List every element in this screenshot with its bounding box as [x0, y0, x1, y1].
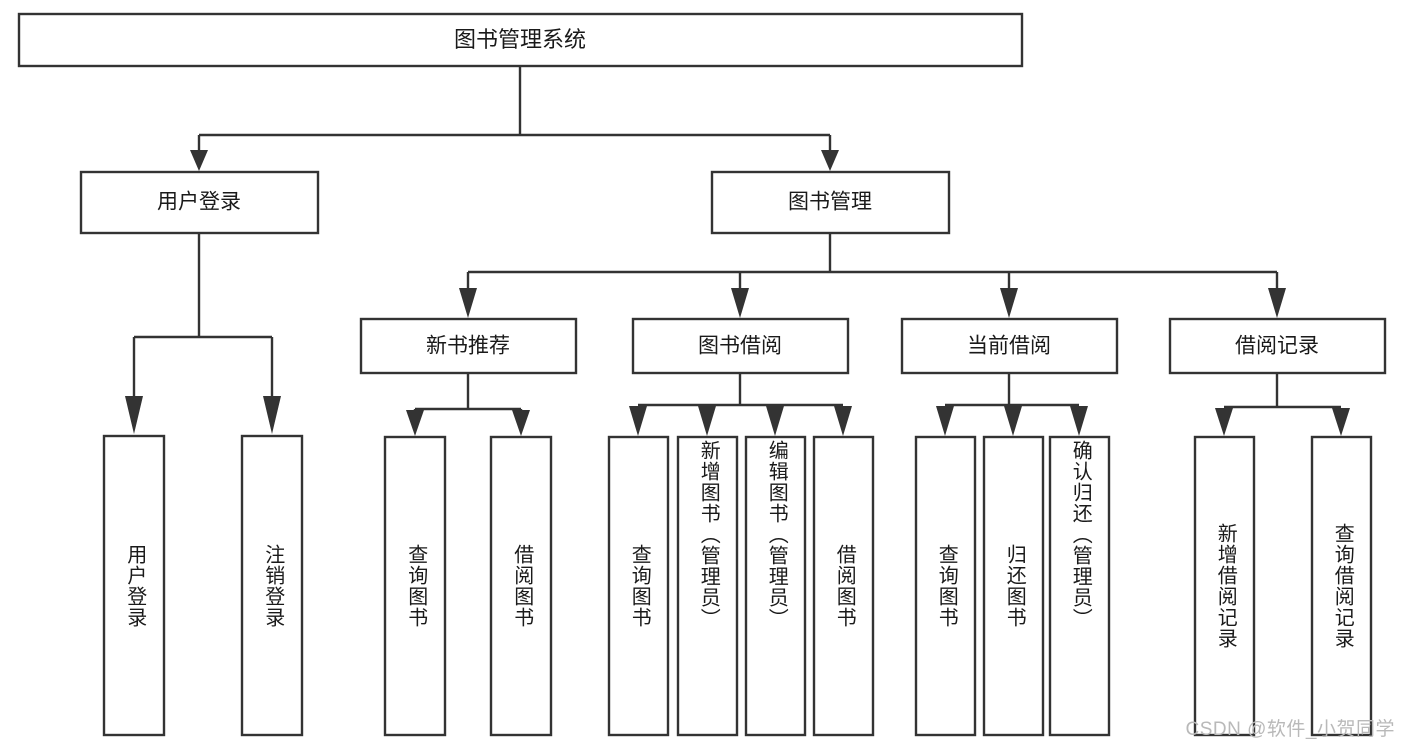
- node-box-borrow-record: [1168, 317, 1387, 375]
- leaf-label-borrow-query: 查询图书: [628, 544, 651, 628]
- node-borrow-record[interactable]: 借阅记录: [1168, 317, 1387, 375]
- leaf-box-record-query: [1310, 435, 1373, 737]
- leaf-box-user-login-logout: [240, 434, 304, 737]
- node-box-current-borrow: [900, 317, 1119, 375]
- leaf-box-borrow-add-book: [676, 435, 739, 737]
- connector-layer: [125, 66, 1350, 436]
- arrow-head-leaf-record-2: [1332, 408, 1350, 436]
- leaf-label-newbook-borrow: 借阅图书: [510, 544, 533, 628]
- node-current-borrow[interactable]: 当前借阅: [900, 317, 1119, 375]
- leaf-node-user-login-logout[interactable]: 注销登录: [240, 434, 304, 737]
- leaf-node-current-query[interactable]: 查询图书: [914, 435, 977, 737]
- node-book-management[interactable]: 图书管理: [710, 170, 951, 235]
- leaf-node-current-return[interactable]: 归还图书: [982, 435, 1045, 737]
- node-box-new-book-recommend: [359, 317, 578, 375]
- arrow-head-to-book-borrow: [731, 288, 749, 318]
- leaf-node-newbook-query[interactable]: 查询图书: [383, 435, 447, 737]
- arrow-head-leaf-newbook-2: [512, 410, 530, 436]
- arrow-head-to-current-borrow: [1000, 288, 1018, 318]
- leaf-box-borrow-edit-book: [744, 435, 807, 737]
- leaf-label-record-query: 查询借阅记录: [1331, 523, 1354, 649]
- leaf-box-borrow-query: [607, 435, 670, 737]
- arrow-head-leaf-current-2: [1004, 406, 1022, 436]
- leaf-box-newbook-query: [383, 435, 447, 737]
- arrow-head-leaf-user-1: [125, 396, 143, 434]
- leaf-box-user-login-login: [102, 434, 166, 737]
- arrow-head-to-book-management: [821, 150, 839, 171]
- leaf-label-current-return: 归还图书: [1003, 544, 1026, 628]
- node-box-book-borrow: [631, 317, 850, 375]
- leaf-box-current-return: [982, 435, 1045, 737]
- arrow-head-to-new-book: [459, 288, 477, 318]
- leaf-node-user-login-login[interactable]: 用户登录: [102, 434, 166, 737]
- leaf-label-borrow-add-book: 新增图书（管理员）: [697, 440, 720, 629]
- leaf-box-borrow-borrow-book: [812, 435, 875, 737]
- leaf-node-record-query[interactable]: 查询借阅记录: [1310, 435, 1373, 737]
- arrow-head-leaf-current-3: [1070, 406, 1088, 436]
- node-label-book-borrow: 图书借阅: [698, 335, 782, 358]
- arrow-head-to-user-login: [190, 150, 208, 171]
- leaf-label-current-query: 查询图书: [935, 544, 958, 628]
- arrow-head-leaf-borrow-1: [629, 406, 647, 436]
- leaf-label-record-add: 新增借阅记录: [1214, 523, 1237, 649]
- node-book-borrow[interactable]: 图书借阅: [631, 317, 850, 375]
- leaf-box-current-query: [914, 435, 977, 737]
- leaf-label-current-confirm-return: 确认归还（管理员）: [1069, 440, 1092, 629]
- leaf-label-user-login-login: 用户登录: [123, 543, 146, 628]
- arrow-head-leaf-record-1: [1215, 408, 1233, 436]
- leaf-box-newbook-borrow: [489, 435, 553, 737]
- arrow-head-leaf-current-1: [936, 406, 954, 436]
- leaf-node-borrow-borrow-book[interactable]: 借阅图书: [812, 435, 875, 737]
- arrow-head-leaf-newbook-1: [406, 410, 424, 436]
- node-label-book-management: 图书管理: [788, 191, 872, 214]
- leaf-node-borrow-add-book[interactable]: 新增图书（管理员）: [676, 435, 739, 737]
- node-label-new-book-recommend: 新书推荐: [426, 335, 510, 358]
- node-label-borrow-record: 借阅记录: [1235, 335, 1319, 358]
- leaf-label-borrow-edit-book: 编辑图书（管理员）: [765, 440, 788, 629]
- leaf-node-record-add[interactable]: 新增借阅记录: [1193, 435, 1256, 737]
- arrow-head-to-borrow-record: [1268, 288, 1286, 318]
- leaf-box-current-confirm-return: [1048, 435, 1111, 737]
- leaf-label-user-login-logout: 注销登录: [261, 543, 284, 628]
- leaf-node-current-confirm-return[interactable]: 确认归还（管理员）: [1048, 435, 1111, 737]
- arrow-head-leaf-user-2: [263, 396, 281, 434]
- node-box-book-management: [710, 170, 951, 235]
- node-root-book-management-system[interactable]: 图书管理系统: [17, 12, 1024, 68]
- node-user-login[interactable]: 用户登录: [79, 170, 320, 235]
- arrow-head-leaf-borrow-2: [698, 406, 716, 436]
- node-new-book-recommend[interactable]: 新书推荐: [359, 317, 578, 375]
- node-label-user-login: 用户登录: [157, 191, 241, 214]
- node-label-current-borrow: 当前借阅: [967, 335, 1051, 358]
- leaf-node-borrow-query[interactable]: 查询图书: [607, 435, 670, 737]
- arrow-head-leaf-borrow-3: [766, 406, 784, 436]
- leaf-box-record-add: [1193, 435, 1256, 737]
- node-label-root: 图书管理系统: [454, 27, 586, 52]
- node-box-user-login: [79, 170, 320, 235]
- leaf-node-borrow-edit-book[interactable]: 编辑图书（管理员）: [744, 435, 807, 737]
- leaf-node-newbook-borrow[interactable]: 借阅图书: [489, 435, 553, 737]
- arrow-head-leaf-borrow-4: [834, 406, 852, 436]
- node-box-root: [17, 12, 1024, 68]
- leaf-label-borrow-borrow-book: 借阅图书: [833, 544, 856, 628]
- leaf-label-newbook-query: 查询图书: [404, 544, 427, 628]
